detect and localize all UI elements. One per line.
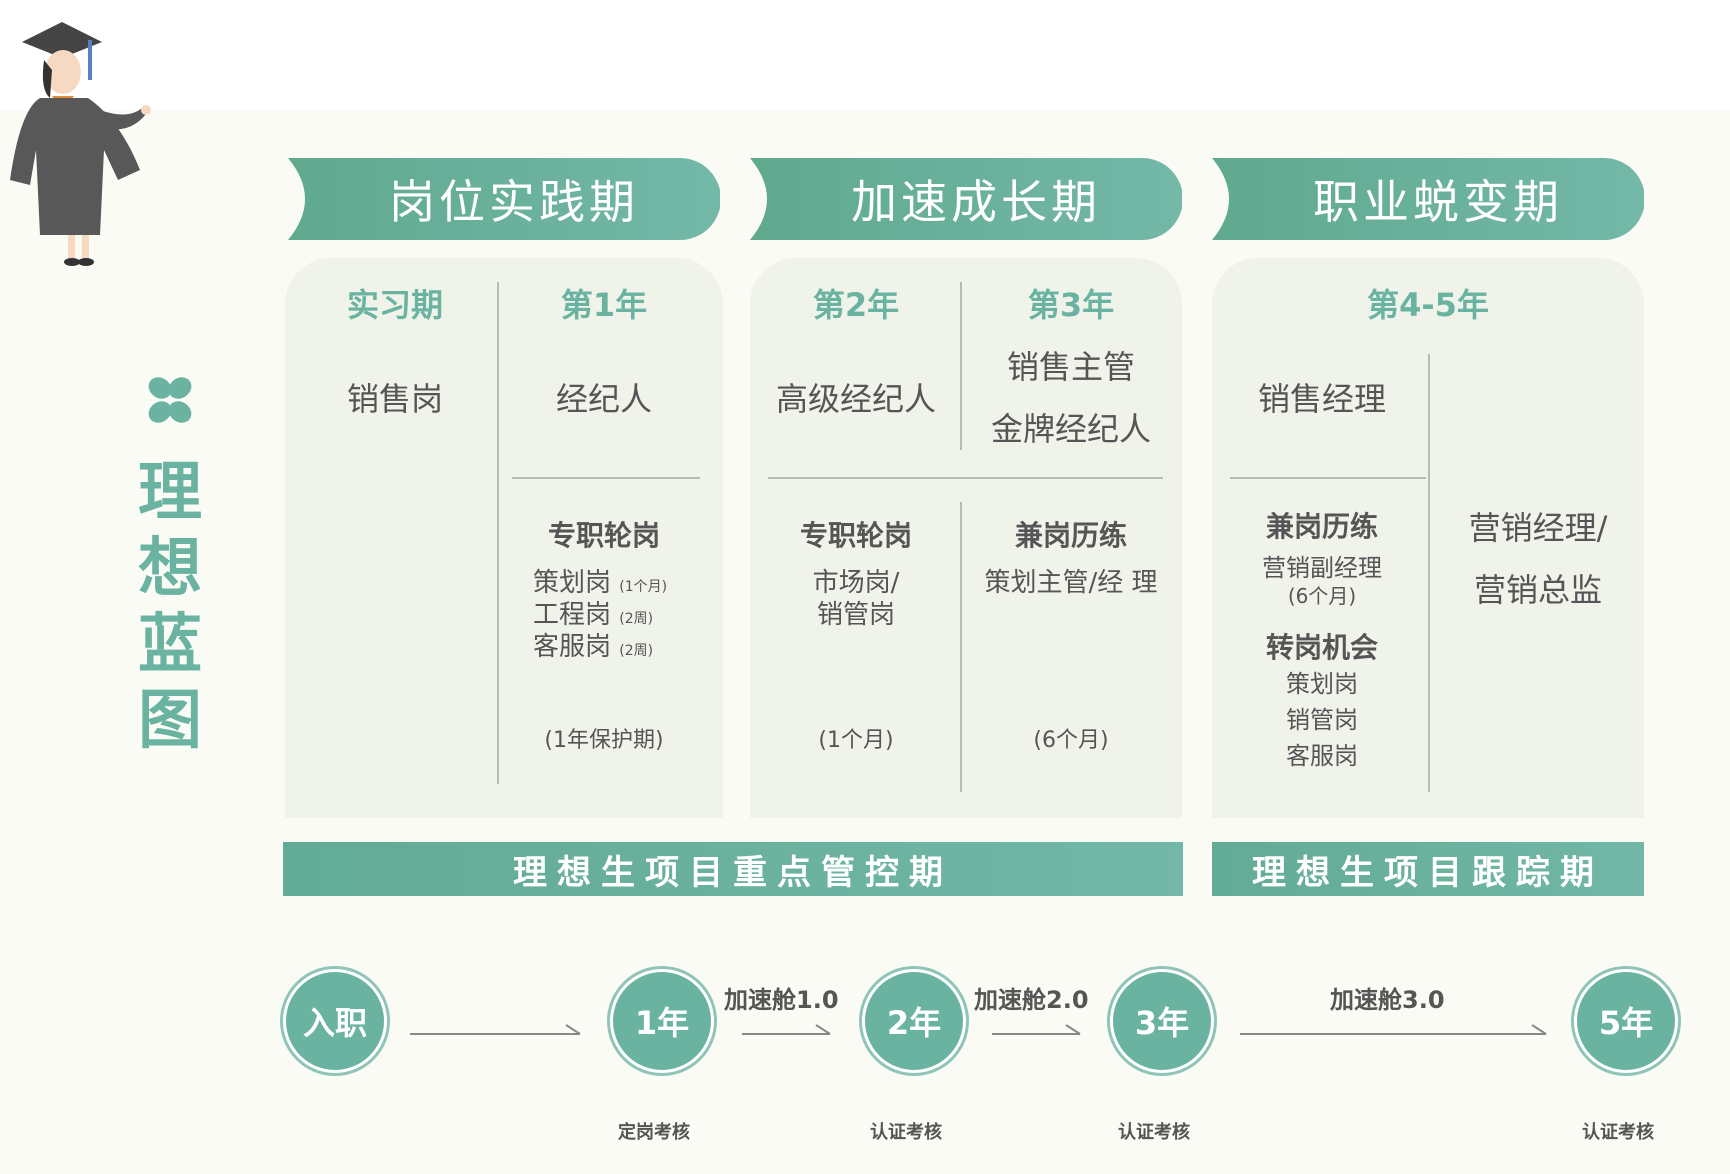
accelerator-label: 加速舱2.0 <box>974 986 1089 1014</box>
protection-note: (1年保护期) <box>544 728 664 753</box>
timeline-node-year-5: 5年 <box>1574 969 1678 1073</box>
timeline-node-year-1: 1年 <box>610 969 714 1073</box>
divider <box>960 502 962 792</box>
part-time-title: 兼岗历练 <box>1265 510 1378 543</box>
role-agent: 经纪人 <box>555 380 652 418</box>
phase-banner-3: 职业蜕变期 <box>1212 158 1644 240</box>
exam-label: 定岗考核 <box>618 1122 690 1143</box>
role-sales-manager: 销售经理 <box>1257 380 1386 418</box>
role-sales-supervisor: 销售主管 <box>1006 348 1135 386</box>
timeline-arrow <box>410 1024 581 1035</box>
role-marketing-manager: 营销经理/ <box>1468 509 1608 547</box>
part-time-item: 营销副经理 <box>1262 554 1382 582</box>
rotation-item: 销管岗 <box>816 600 895 630</box>
panel-practice <box>285 258 723 818</box>
transfer-item: 销管岗 <box>1286 706 1358 734</box>
phase-banner-1: 岗位实践期 <box>288 158 720 240</box>
accelerator-label: 加速舱1.0 <box>724 986 839 1014</box>
exam-label: 认证考核 <box>1118 1122 1190 1143</box>
divider <box>497 282 499 784</box>
rotation-item: 策划岗 (1个月) <box>533 568 668 598</box>
rotation-item: 市场岗/ <box>812 568 900 598</box>
phase-label: 职业蜕变期 <box>1313 175 1563 229</box>
rotation-item: 客服岗 (2周) <box>533 632 654 662</box>
rotation-item: 工程岗 (2周) <box>533 600 654 630</box>
part-time-title: 兼岗历练 <box>1014 519 1127 552</box>
role-sales: 销售岗 <box>346 380 443 418</box>
title-char: 理 <box>138 455 202 530</box>
duration-note: (6个月) <box>1033 728 1109 753</box>
transfer-item: 策划岗 <box>1286 670 1358 698</box>
phase-label: 加速成长期 <box>851 175 1101 229</box>
divider <box>1428 354 1430 792</box>
divider <box>768 477 1163 479</box>
role-marketing-director: 营销总监 <box>1473 571 1602 609</box>
period-bar-control: 理想生项目重点管控期 <box>283 842 1183 896</box>
transfer-item: 客服岗 <box>1286 742 1358 770</box>
role-senior-agent: 高级经纪人 <box>775 380 936 418</box>
clover-icon <box>148 377 192 423</box>
timeline-arrow <box>992 1024 1081 1035</box>
divider <box>512 477 700 479</box>
duration-note: (6个月) <box>1287 584 1357 608</box>
phase-banner-2: 加速成长期 <box>750 158 1182 240</box>
title-char: 蓝 <box>138 607 202 682</box>
stage-year-3: 第3年 <box>1027 286 1115 324</box>
period-bar-tracking: 理想生项目跟踪期 <box>1212 842 1644 896</box>
exam-label: 认证考核 <box>870 1122 942 1143</box>
accelerator-label: 加速舱3.0 <box>1330 986 1445 1014</box>
vertical-title: 理 想 蓝 图 <box>128 455 212 759</box>
divider <box>1230 477 1426 479</box>
timeline-node-year-3: 3年 <box>1110 969 1214 1073</box>
stage-year-4-5: 第4-5年 <box>1367 286 1489 324</box>
timeline-arrow <box>1240 1024 1547 1035</box>
rotation-title: 专职轮岗 <box>547 519 660 552</box>
exam-label: 认证考核 <box>1582 1122 1654 1143</box>
rotation-title: 专职轮岗 <box>799 519 912 552</box>
title-char: 图 <box>138 683 202 758</box>
part-time-item: 策划主管/经 理 <box>984 568 1158 598</box>
duration-note: (1个月) <box>818 728 894 753</box>
top-band <box>0 0 1730 110</box>
panel-growth <box>750 258 1182 818</box>
role-gold-agent: 金牌经纪人 <box>990 410 1151 448</box>
timeline-arrow <box>742 1024 831 1035</box>
divider <box>960 282 962 450</box>
timeline-node-onboard: 入职 <box>283 969 387 1073</box>
timeline-node-year-2: 2年 <box>862 969 966 1073</box>
stage-year-2: 第2年 <box>812 286 900 324</box>
title-char: 想 <box>138 531 202 606</box>
transfer-title: 转岗机会 <box>1265 631 1378 664</box>
phase-label: 岗位实践期 <box>389 175 639 229</box>
stage-intern: 实习期 <box>346 286 443 324</box>
graduate-illustration <box>10 22 151 266</box>
stage-year-1: 第1年 <box>560 286 648 324</box>
